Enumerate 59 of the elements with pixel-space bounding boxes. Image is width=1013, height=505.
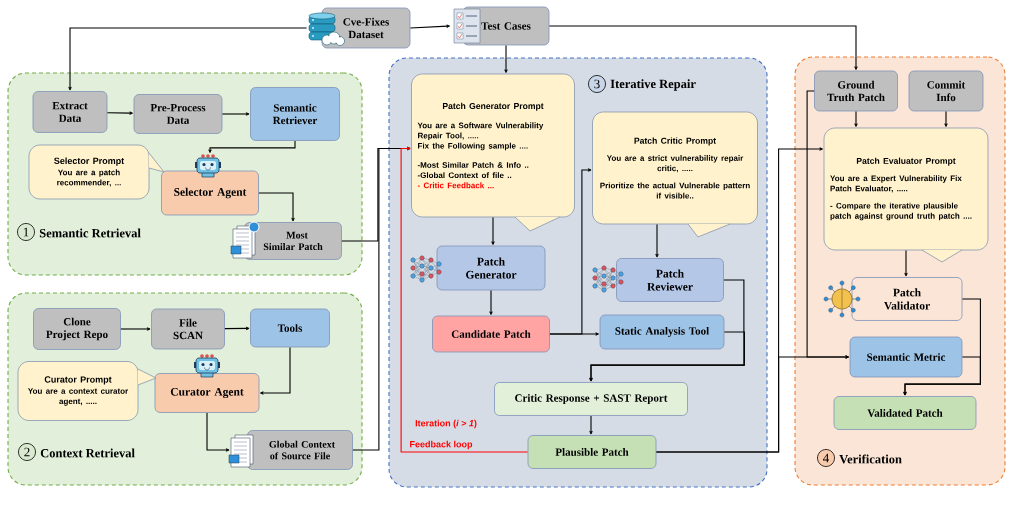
process-box: Patch Generator xyxy=(436,245,546,291)
speech-bubble: Patch Evaluator Prompt You are a Expert Vulnerability Fix Patch Evaluator, ..... - Compare the iterative plausible patch against ground truth patch .... xyxy=(823,127,989,263)
arrow xyxy=(208,140,296,153)
arrow xyxy=(944,110,948,127)
process-box: Patch Reviewer xyxy=(616,258,724,302)
arrow xyxy=(68,27,308,91)
arrow xyxy=(589,415,593,435)
process-box: Patch Validator xyxy=(851,277,963,321)
arrow xyxy=(409,24,450,29)
process-box: Selector Agent xyxy=(161,170,259,216)
process-box: Semantic Retriever xyxy=(250,87,340,141)
process-box: Extract Data xyxy=(32,91,108,133)
section-title: Context Retrieval xyxy=(40,448,135,458)
arrow xyxy=(548,25,858,70)
arrow xyxy=(806,90,849,359)
speech-bubble: Selector Prompt You are a patch recommender, ... xyxy=(28,144,165,200)
arrow xyxy=(206,412,230,452)
arrow xyxy=(854,110,858,127)
arrow xyxy=(400,146,529,453)
arrow xyxy=(260,346,291,395)
process-box: Semantic Metric xyxy=(849,336,963,378)
process-box: Validated Patch xyxy=(833,396,977,430)
arrow xyxy=(489,289,493,315)
arrow xyxy=(120,327,151,331)
step-number: 1 xyxy=(17,223,35,241)
process-box: Clone Project Repo xyxy=(33,308,121,350)
process-box: Tools xyxy=(250,308,330,348)
process-box: Candidate Patch xyxy=(432,315,550,353)
process-box: Ground Truth Patch xyxy=(814,70,898,112)
step-number: 4 xyxy=(817,449,835,467)
step-number: 3 xyxy=(588,75,606,93)
process-box: Critic Response + SAST Report xyxy=(494,382,688,416)
loop-label: Iteration (i > 1) xyxy=(415,419,477,429)
section-title: Iterative Repair xyxy=(610,79,696,91)
arrow xyxy=(221,112,250,116)
speech-bubble: Patch Generator Prompt You are a Software Vulnerability Repair Tool, ..... Fix the Following sample .... -Most Similar Patch & Info .. -Global Context of file .. - Critic Feedback ... xyxy=(411,73,575,232)
arrow xyxy=(258,192,295,222)
process-box: Curator Agent xyxy=(154,373,260,413)
process-box: Pre-Process Data xyxy=(133,94,223,134)
speech-bubble: Curator Prompt You are a context curator agent, ..... xyxy=(17,361,157,421)
arrow xyxy=(106,111,133,115)
process-box: File SCAN xyxy=(151,308,225,350)
speech-bubble: Patch Critic Prompt You are a strict vulnerability repair critic, ..... Prioritize the actual Vulnerable pattern if visible.. xyxy=(592,111,758,238)
arrow xyxy=(549,332,599,336)
section-title: Verification xyxy=(839,454,902,464)
process-box: Static Analysis Tool xyxy=(599,314,725,350)
arrow xyxy=(904,249,908,277)
process-box: Global Context of Source File xyxy=(247,430,353,470)
arrow xyxy=(655,223,659,258)
section-title: Semantic Retrieval xyxy=(39,228,141,238)
arrow xyxy=(224,326,250,331)
process-box: Commit Info xyxy=(908,70,984,112)
step-number: 2 xyxy=(18,443,36,461)
arrow xyxy=(589,331,745,382)
edge-label: Feedback loop xyxy=(408,439,474,451)
arrow xyxy=(504,44,508,73)
process-box: Plausible Patch xyxy=(527,435,657,469)
arrow xyxy=(491,216,495,245)
arrow xyxy=(903,356,981,396)
